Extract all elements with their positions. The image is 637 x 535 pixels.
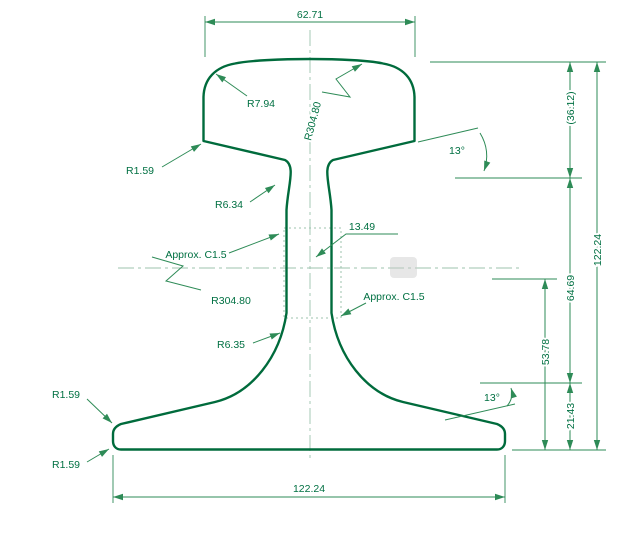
dim-foot-edge-height: 21.43: [563, 383, 579, 450]
zigzag-leader: [151, 256, 202, 291]
dim-base-width: 122.24: [112, 455, 506, 503]
label-text-foot-lower-radius: R1.59: [52, 459, 80, 471]
dim-text-total-height: 122.24: [592, 234, 604, 266]
dim-text-head-width: 62.71: [297, 9, 323, 21]
leader-line: [340, 302, 367, 317]
angle-arc: [506, 387, 517, 407]
dim-total-height: 122.24: [590, 62, 606, 450]
label-text-web-face-radius: R304.80: [211, 295, 251, 307]
label-web-face-radius: R304.80: [151, 256, 253, 309]
angle-head-underside: 13°: [417, 127, 491, 172]
slope-reference-line: [417, 127, 479, 143]
height-extension-lines: [430, 61, 606, 451]
label-upper-web-radius: R6.34: [213, 184, 276, 213]
dim-mid-height: 64.69: [563, 178, 579, 383]
label-text-head-corner-radius: R7.94: [247, 98, 275, 110]
angle-text-foot-top: 13°: [484, 392, 500, 404]
angle-foot-top: 13°: [444, 387, 517, 421]
angle-text-head-underside: 13°: [449, 145, 465, 157]
label-head-edge-radius: R1.59: [124, 143, 202, 179]
label-text-web-thickness: 13.49: [349, 221, 375, 233]
leader-line: [249, 184, 276, 203]
dim-text-mid-height: 64.69: [565, 275, 577, 301]
label-lower-web-radius: R6.35: [215, 332, 281, 353]
rail-outline: [111, 57, 507, 451]
label-text-lower-chamfer: Approx. C1.5: [363, 291, 424, 303]
leader-line: [315, 233, 398, 258]
label-text-upper-chamfer: Approx. C1.5: [165, 249, 226, 261]
dim-head-width: 62.71: [204, 7, 416, 57]
leader-line: [161, 143, 202, 168]
leader-line: [215, 73, 248, 97]
dim-text-foot-edge-height: 21.43: [565, 403, 577, 429]
label-web-thickness: 13.49: [315, 219, 398, 258]
leader-line: [86, 398, 113, 424]
zigzag-leader: [321, 63, 363, 98]
dim-text-head-depth-ref: (36.12): [565, 91, 577, 124]
label-text-foot-upper-radius: R1.59: [52, 389, 80, 401]
leader-line: [252, 332, 281, 344]
label-text-crown-radius: R304.80: [302, 100, 324, 142]
label-text-head-edge-radius: R1.59: [126, 165, 154, 177]
label-crown-radius: R304.80: [300, 63, 363, 144]
label-upper-chamfer: Approx. C1.5: [163, 233, 280, 263]
label-lower-chamfer: Approx. C1.5: [340, 289, 427, 317]
dim-text-base-width: 122.24: [293, 483, 325, 495]
centerlines: [118, 30, 521, 461]
watermark-artifact: [390, 257, 417, 278]
label-text-lower-web-radius: R6.35: [217, 339, 245, 351]
dim-head-depth-ref: (36.12): [563, 62, 579, 178]
slope-reference-line: [444, 403, 516, 421]
label-foot-lower-radius: R1.59: [50, 448, 110, 473]
dim-lower-height: 53.78: [538, 279, 554, 450]
leader-line: [86, 448, 110, 463]
label-foot-upper-radius: R1.59: [50, 387, 113, 424]
label-text-upper-web-radius: R6.34: [215, 199, 243, 211]
leader-line: [228, 233, 280, 254]
angle-arc: [479, 132, 491, 172]
web-gauge-box: [283, 227, 342, 319]
dim-text-lower-height: 53.78: [540, 339, 552, 365]
label-head-corner-radius: R7.94: [215, 73, 277, 112]
